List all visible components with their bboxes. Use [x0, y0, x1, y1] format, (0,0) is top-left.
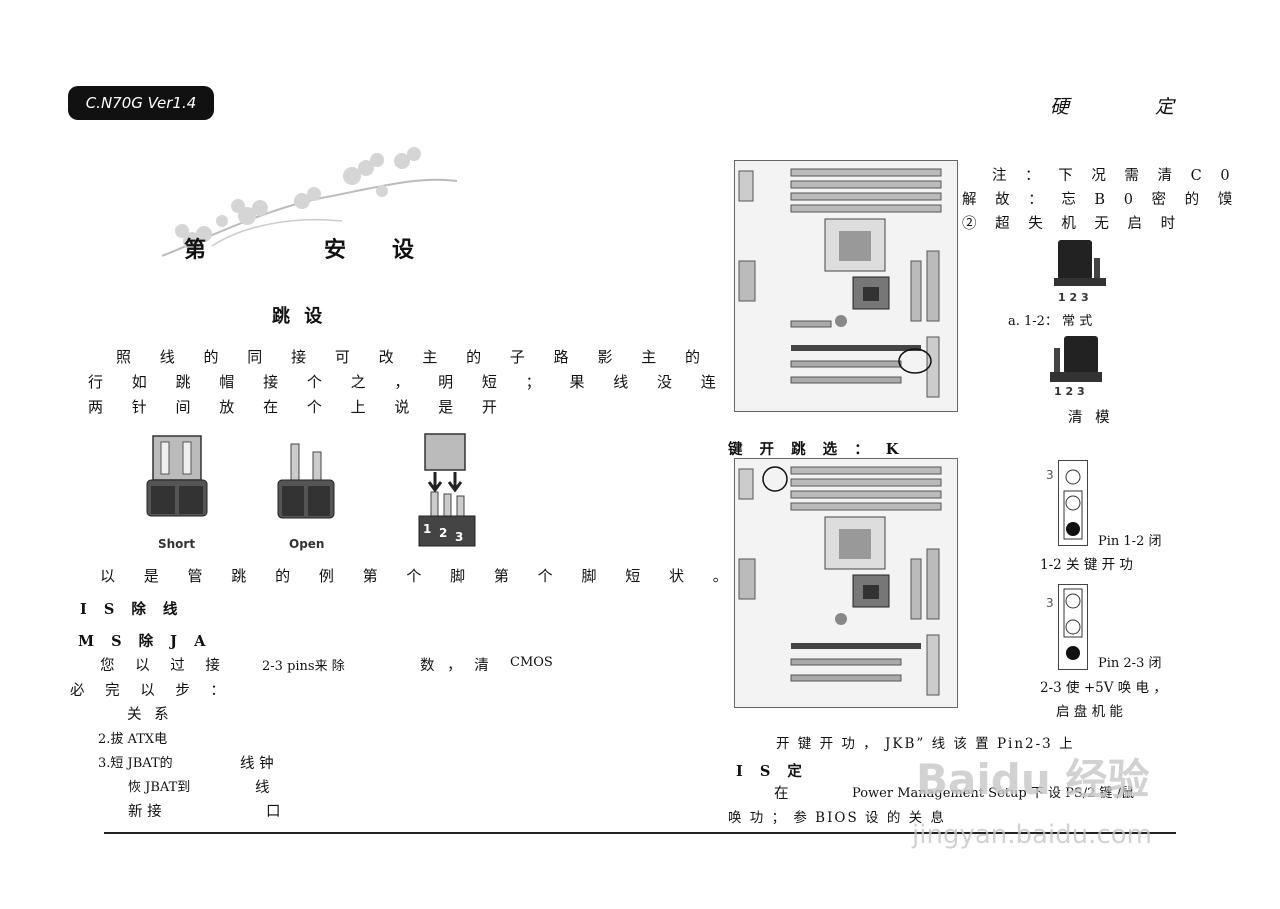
jumper-pin-1: 1: [423, 522, 432, 536]
pin23-desc1: 2-3 使 +5V 唤 电 ，: [1040, 680, 1167, 696]
ps2-para-1a: 在: [774, 786, 789, 802]
jumper-3pin-illustration: 1 2 3: [415, 432, 479, 550]
clear-para-1c: 数 ， 清: [420, 658, 493, 674]
jbat-jumper-normal: [1052, 238, 1108, 298]
jbat-heading: M S 除 J A: [78, 633, 212, 650]
watermark-brand: Baidu 经验: [916, 755, 1150, 804]
intro-line-3: 两 针 间 放 在 个 上 说 是 开: [88, 398, 509, 416]
clear-para-1d: CMOS: [510, 655, 553, 670]
motherboard-diagram-top: [734, 160, 958, 412]
jbat-pins-normal: 1 2 3: [1058, 291, 1089, 304]
jbat-normal-label: a. 1-2： 常 式: [1008, 314, 1093, 329]
watermark-url: jingyan.baidu.com: [912, 820, 1152, 850]
clear-para-2: 必 完 以 步 ：: [70, 683, 233, 699]
kb-note: 开 键 开 功 ， JKB” 线 该 置 Pin2-3 上: [776, 736, 1075, 752]
jumper-open-illustration: [276, 442, 336, 522]
ps2-heading: I S 定: [736, 763, 808, 780]
note-line-1: 注 ： 下 况 需 清 C 0: [992, 168, 1237, 184]
section-title: 跳 设: [272, 306, 327, 327]
pin23-diagram: [1058, 584, 1088, 670]
step-3b: 线 钟: [240, 756, 274, 772]
step-3a: 3.短 JBAT的: [98, 756, 173, 771]
floral-decoration: [161, 147, 458, 257]
pin23-num3: 3: [1046, 596, 1054, 610]
step-3e: 新 接: [128, 804, 162, 820]
jumper-pin-3: 3: [455, 530, 464, 544]
clear-para-1b: 2-3 pins来 除: [262, 659, 345, 674]
step-3d: 线: [255, 780, 270, 796]
jumper-short-label: Short: [158, 537, 196, 551]
jumper-pin-2: 2: [439, 526, 448, 540]
pin23-desc2: 启 盘 机 能: [1056, 704, 1123, 720]
ps2-para-2: 唤 功 ； 参 BIOS 设 的 关 息: [728, 810, 946, 826]
pin23-label: Pin 2-3 闭: [1098, 656, 1162, 671]
page-divider: [104, 832, 1176, 834]
chapter-char-3: 设: [392, 237, 415, 263]
jbat-clear-label: 清 模: [1068, 410, 1114, 426]
version-badge: C.N70G Ver1.4: [68, 86, 214, 120]
step-1: 关 系: [127, 707, 173, 723]
step-3c: 恢 JBAT到: [128, 780, 191, 795]
jumper-short-illustration: [143, 434, 213, 524]
step-3f: 口: [266, 804, 281, 820]
pin12-num3: 3: [1046, 468, 1054, 482]
clear-cmos-heading: I S 除 线: [80, 601, 184, 618]
jbat-pins-clear: 1 2 3: [1054, 385, 1085, 398]
pin12-label: Pin 1-2 闭: [1098, 534, 1162, 549]
intro-line-1: 照 线 的 同 接 可 改 主 的 子 路 影 主 的: [116, 348, 712, 366]
pin12-diagram: [1058, 460, 1088, 546]
note-line-3: ② 超 失 机 无 启 时: [962, 216, 1183, 232]
step-2: 2.拔 ATX电: [98, 732, 168, 747]
clear-para-1a: 您 以 过 接: [100, 658, 228, 674]
chapter-banner: 第 安 设: [152, 146, 464, 266]
pin12-desc: 1-2 关 键 开 功: [1040, 557, 1133, 573]
jumper-caption: 以 是 管 跳 的 例 第 个 脚 第 个 脚 短 状 。: [100, 567, 740, 585]
note-line-2: 解 故 ： 忘 B 0 密 的 馍: [962, 192, 1240, 208]
motherboard-diagram-bottom: [734, 458, 958, 708]
page-header-title: 硬 定: [1049, 96, 1214, 118]
chapter-char-2: 安: [324, 237, 347, 263]
ps2-para-1b: Power Management Setup 下 设 PS/2 键 /鼠: [852, 786, 1135, 801]
kb-heading: 键 开 跳 选 ： K: [728, 441, 905, 458]
jbat-jumper-clear: [1048, 334, 1104, 386]
chapter-char-1: 第: [184, 237, 207, 263]
jumper-open-label: Open: [289, 537, 325, 551]
intro-line-2: 行 如 跳 帽 接 个 之 ， 明 短 ； 果 线 没 连: [88, 373, 728, 391]
